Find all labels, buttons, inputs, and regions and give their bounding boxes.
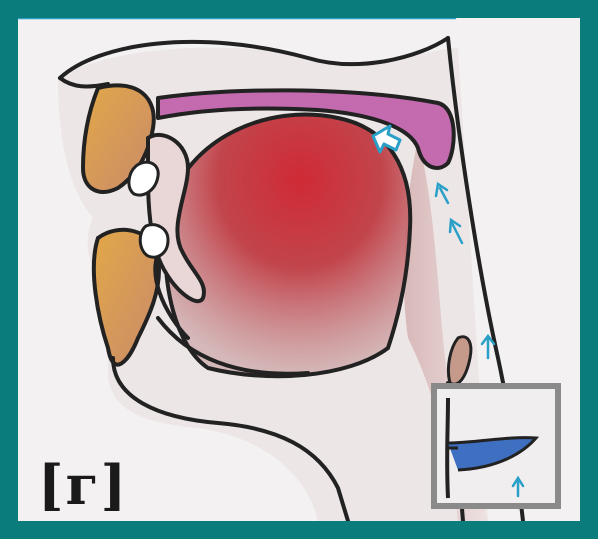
vocal-tract-diagram: [18, 18, 580, 521]
phoneme-label: [г]: [38, 458, 128, 512]
vocal-folds-inset: [434, 386, 558, 506]
tongue: [165, 115, 410, 377]
diagram-panel: [г]: [18, 18, 580, 521]
lower-tooth: [140, 225, 168, 257]
